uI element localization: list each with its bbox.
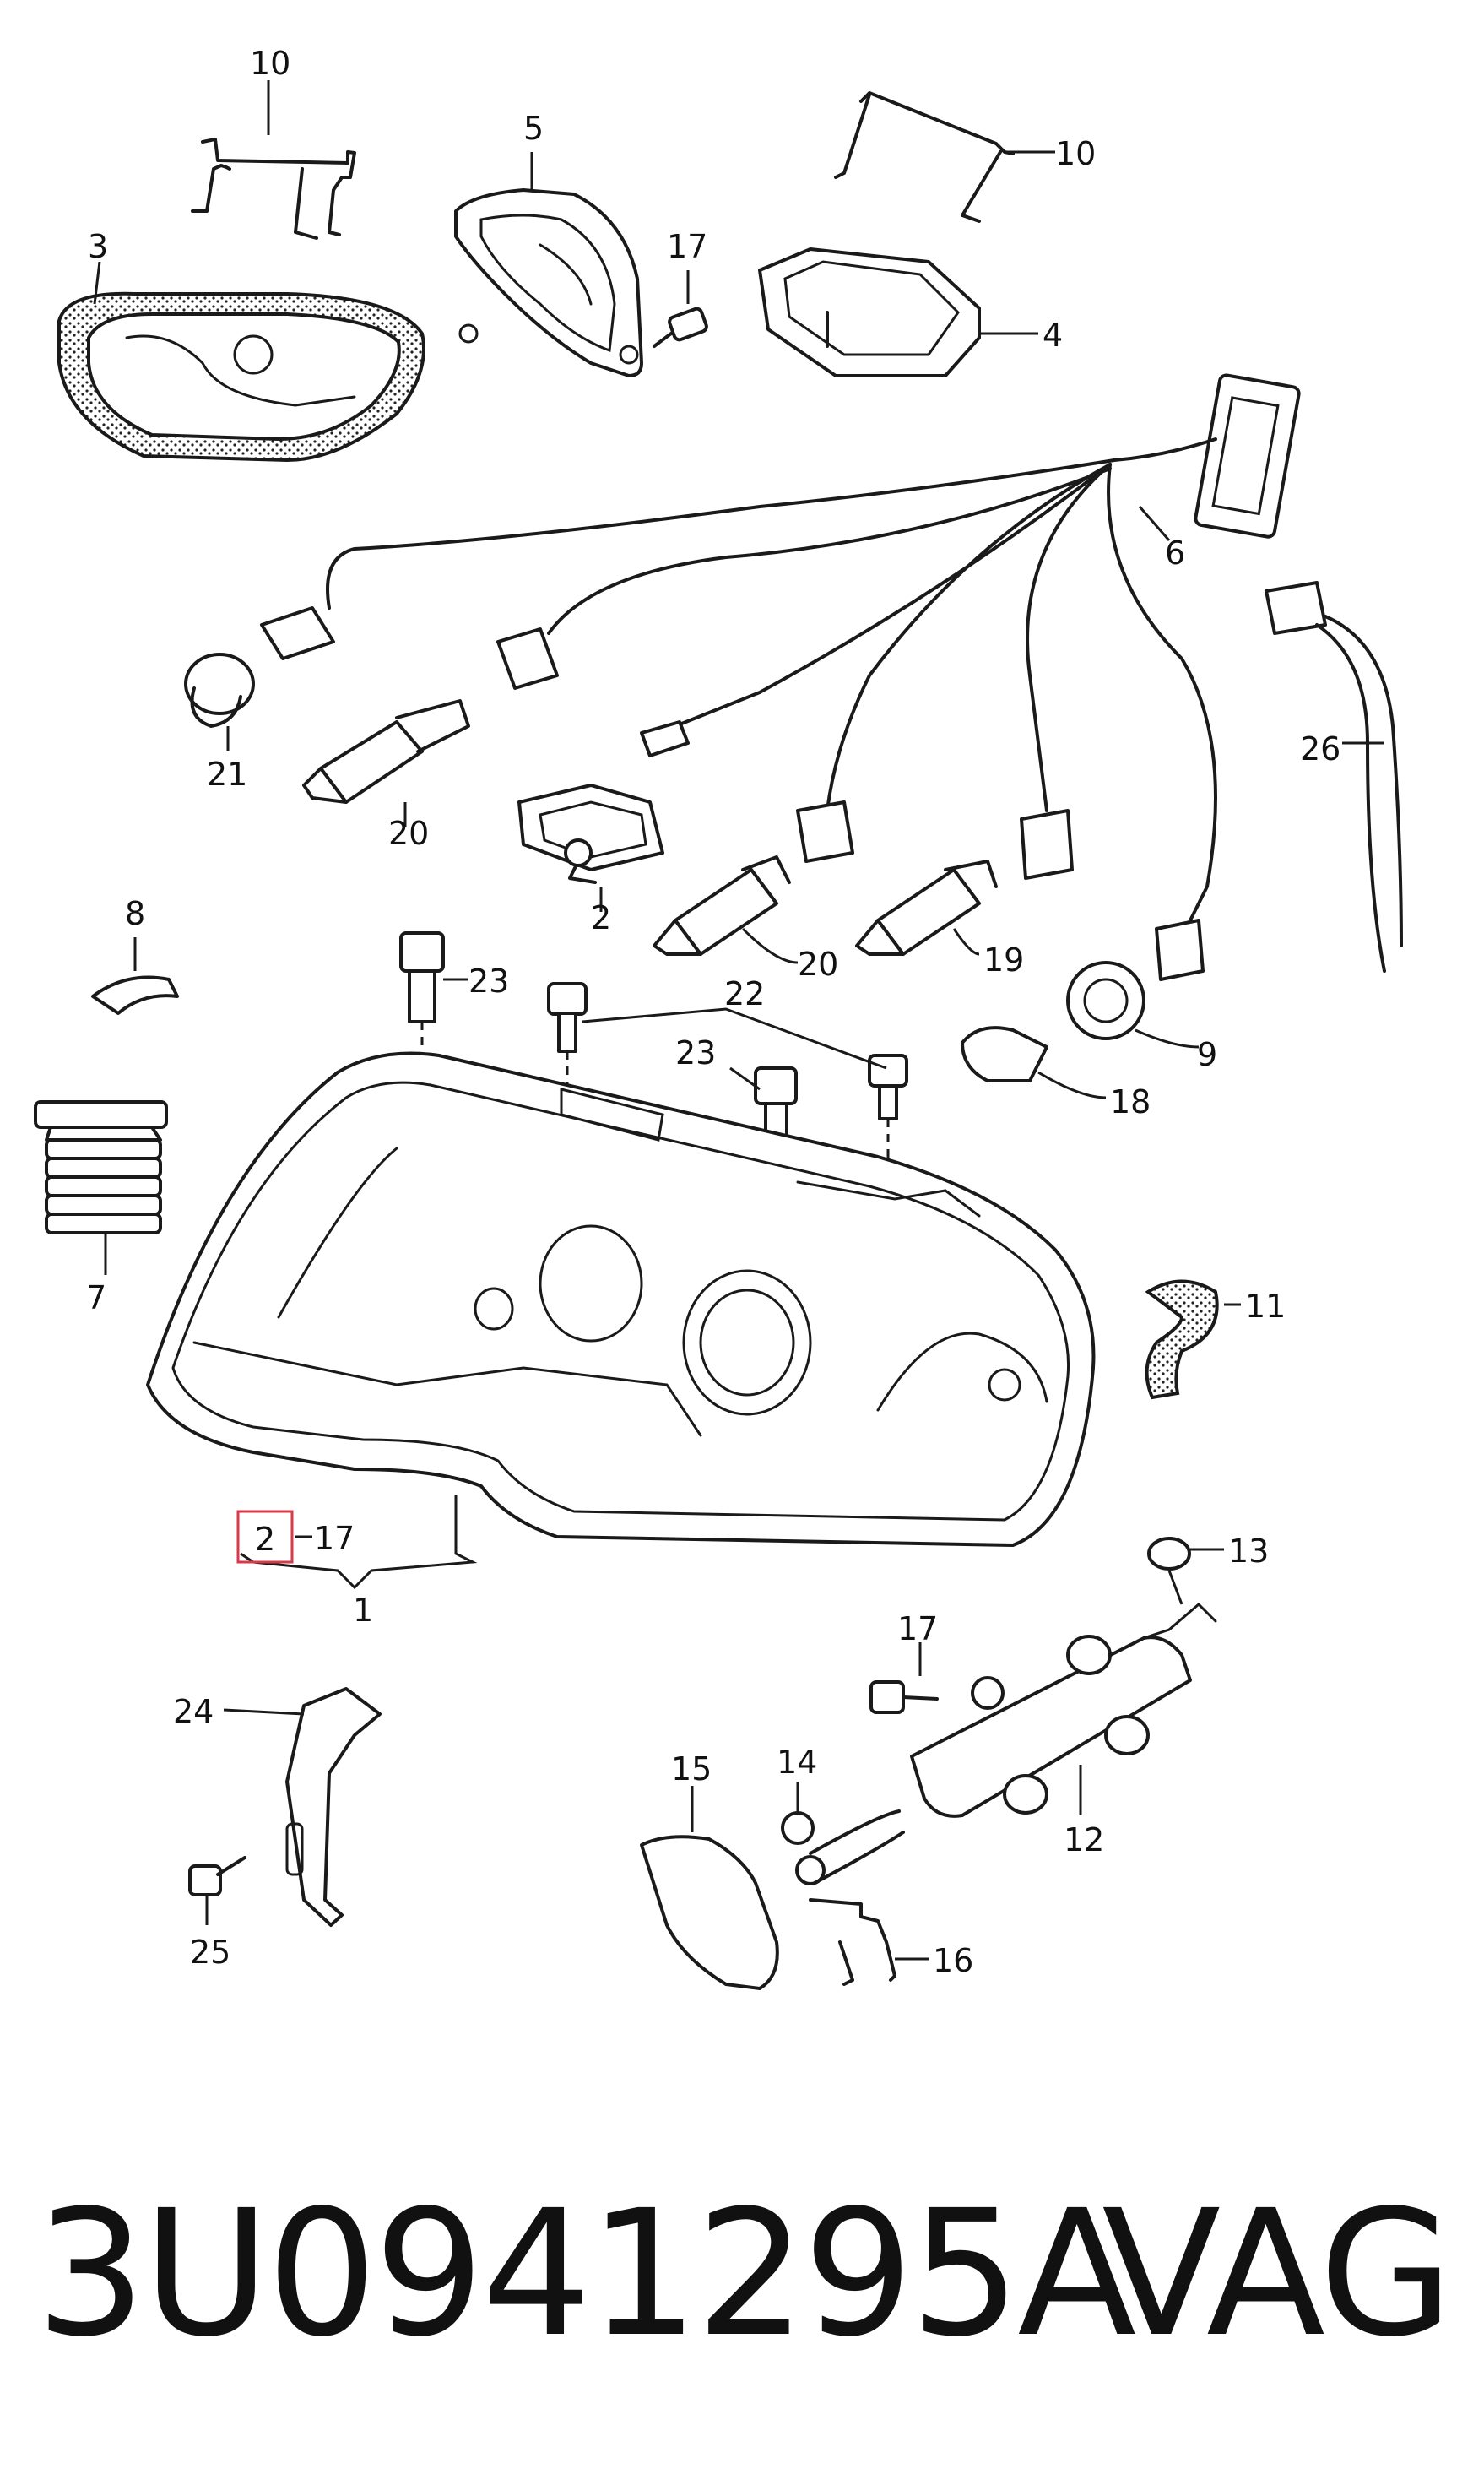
callout-23-center: 23 bbox=[675, 1034, 716, 1072]
auxiliary-cable bbox=[1265, 581, 1403, 973]
cover-cap bbox=[758, 247, 1038, 377]
callout-20-left: 20 bbox=[388, 815, 429, 852]
headlight-exploded-diagram: 10 5 10 3 17 4 6 26 21 20 2 20 19 8 23 2… bbox=[34, 45, 1403, 1990]
clip-small bbox=[91, 937, 179, 1015]
headlight-housing bbox=[146, 1051, 1096, 1590]
callout-7: 7 bbox=[86, 1279, 106, 1316]
callout-10-right: 10 bbox=[1055, 135, 1096, 172]
halogen-bulb-mid bbox=[653, 855, 799, 964]
indicator-bulb bbox=[184, 606, 335, 751]
connectors bbox=[496, 627, 1205, 981]
callout-21: 21 bbox=[207, 756, 247, 793]
callout-17-housing: 17 bbox=[314, 1520, 355, 1557]
callout-16: 16 bbox=[933, 1942, 973, 1979]
nozzle-cover bbox=[640, 1786, 779, 1990]
screw-lower bbox=[869, 1642, 1005, 1714]
callout-10-left: 10 bbox=[250, 45, 290, 82]
highlighted-part bbox=[236, 1510, 312, 1564]
callout-11: 11 bbox=[1245, 1288, 1286, 1325]
support-bracket bbox=[223, 1687, 382, 1927]
callout-13: 13 bbox=[1228, 1533, 1269, 1570]
screw-25 bbox=[188, 1856, 246, 1925]
callout-18: 18 bbox=[1110, 1083, 1151, 1120]
parking-bulb bbox=[961, 1026, 1107, 1099]
wiring-harness bbox=[326, 373, 1301, 939]
callout-5: 5 bbox=[523, 110, 544, 147]
callout-14: 14 bbox=[777, 1744, 817, 1781]
callout-6: 6 bbox=[1165, 534, 1185, 572]
retaining-clip-left bbox=[191, 80, 356, 240]
callout-17-top: 17 bbox=[667, 228, 707, 265]
washer-nozzle bbox=[781, 1782, 905, 1885]
brand-name: VAG bbox=[1102, 2173, 1454, 2375]
callout-20-mid: 20 bbox=[798, 946, 838, 983]
seal-ring bbox=[1147, 1537, 1224, 1571]
callout-4: 4 bbox=[1043, 317, 1063, 354]
bolt-left bbox=[399, 931, 468, 1064]
callout-25: 25 bbox=[190, 1934, 230, 1971]
callout-23-left: 23 bbox=[468, 963, 509, 1000]
callout-2-switch: 2 bbox=[591, 899, 611, 936]
bulb-socket bbox=[1066, 961, 1200, 1049]
washer-nozzle-rail bbox=[910, 1570, 1217, 1818]
halogen-bulb-right bbox=[855, 860, 998, 956]
callout-3: 3 bbox=[88, 228, 108, 265]
callout-12: 12 bbox=[1064, 1821, 1104, 1858]
actuator-motor bbox=[517, 784, 664, 912]
gasket bbox=[57, 261, 425, 463]
callout-2-highlight: 2 bbox=[255, 1521, 275, 1558]
retaining-clip-right bbox=[834, 91, 1055, 223]
cover-plug bbox=[34, 1100, 168, 1275]
part-number: 3U0941295A bbox=[35, 2173, 1136, 2375]
callout-15: 15 bbox=[671, 1750, 712, 1788]
callout-24: 24 bbox=[173, 1693, 214, 1730]
callout-8: 8 bbox=[125, 895, 145, 932]
halogen-bulb-left bbox=[302, 699, 470, 827]
callout-1: 1 bbox=[353, 1592, 373, 1629]
callout-26: 26 bbox=[1300, 730, 1340, 768]
callout-22: 22 bbox=[724, 975, 765, 1012]
mounting-strip bbox=[809, 1898, 929, 1986]
vent-hose bbox=[1145, 1279, 1241, 1400]
screw-top bbox=[653, 270, 708, 348]
bulb-cover-frame bbox=[454, 152, 643, 377]
callout-19: 19 bbox=[983, 941, 1024, 979]
callout-9: 9 bbox=[1197, 1036, 1217, 1073]
callout-17-lower: 17 bbox=[897, 1610, 938, 1647]
screws-22 bbox=[547, 982, 908, 1191]
